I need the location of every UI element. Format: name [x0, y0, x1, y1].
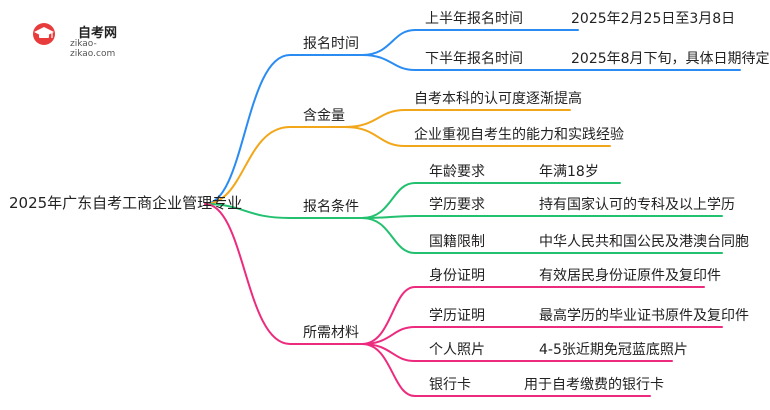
- mat-item-2-value: 最高学历的毕业证书原件及复印件: [539, 308, 749, 324]
- brand-name: 自考网: [78, 26, 118, 41]
- link-root-value: [204, 126, 346, 205]
- link-root-conditions: [204, 203, 363, 219]
- cond-item-2-value: 持有国家认可的专科及以上学历: [539, 197, 735, 213]
- brand-url: zikao-zikao.com: [70, 39, 116, 59]
- time-item-2-value: 2025年8月下旬，具体日期待定: [571, 51, 770, 67]
- value-item-2: 企业重视自考生的能力和实践经验: [414, 127, 624, 143]
- link-cond-item1: [361, 182, 621, 219]
- mat-item-4-value: 用于自考缴费的银行卡: [524, 377, 664, 393]
- graduation-cap-icon: [30, 22, 58, 46]
- root-node: 2025年广东自考工商企业管理专业: [9, 194, 243, 212]
- mat-item-1-key: 身份证明: [429, 268, 485, 284]
- branch-value-label: 含金量: [303, 108, 345, 124]
- link-mat-item4: [361, 343, 651, 397]
- mat-item-2-key: 学历证明: [429, 308, 485, 324]
- time-item-2-key: 下半年报名时间: [425, 51, 523, 67]
- cond-item-1-value: 年满18岁: [539, 164, 599, 180]
- mindmap-connectors: [204, 29, 741, 397]
- cond-item-2-key: 学历要求: [429, 197, 485, 213]
- branch-materials-label: 所需材料: [303, 325, 359, 341]
- link-cond-item2: [361, 215, 723, 219]
- link-root-materials: [204, 203, 363, 345]
- time-item-1-value: 2025年2月25日至3月8日: [571, 11, 736, 27]
- link-mat-item2: [361, 326, 723, 345]
- brand-logo[interactable]: 自考网 zikao-zikao.com: [30, 22, 140, 59]
- value-item-1: 自考本科的认可度逐渐提高: [414, 91, 582, 107]
- cond-item-1-key: 年龄要求: [429, 164, 485, 180]
- mat-item-3-key: 个人照片: [429, 342, 485, 358]
- branch-time-label: 报名时间: [303, 36, 359, 52]
- link-mat-item3: [361, 343, 673, 362]
- cond-item-3-key: 国籍限制: [429, 234, 485, 250]
- link-root-time: [204, 54, 363, 205]
- link-time-item1: [361, 29, 579, 56]
- link-value-item1: [344, 109, 571, 128]
- branch-conditions-label: 报名条件: [303, 199, 359, 215]
- link-cond-item3: [361, 217, 723, 254]
- link-mat-item1: [361, 286, 705, 345]
- mat-item-1-value: 有效居民身份证原件及复印件: [539, 268, 721, 284]
- mat-item-3-value: 4-5张近期免冠蓝底照片: [539, 342, 688, 358]
- time-item-1-key: 上半年报名时间: [425, 11, 523, 27]
- link-time-item2: [361, 54, 741, 71]
- mat-item-4-key: 银行卡: [429, 377, 471, 393]
- cond-item-3-value: 中华人民共和国公民及港澳台同胞: [539, 234, 749, 250]
- link-value-item2: [344, 126, 611, 147]
